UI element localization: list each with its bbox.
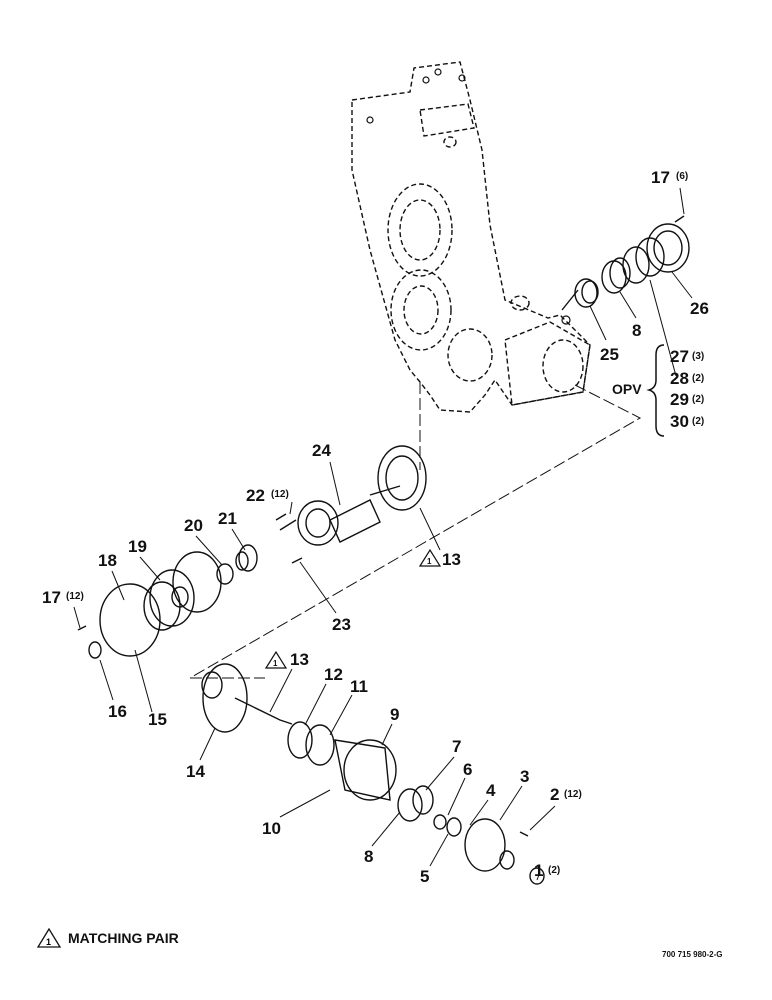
triangle-mark-upper: 1 — [427, 557, 432, 566]
callout-30-qty: (2) — [692, 416, 704, 427]
callout-14: 14 — [186, 762, 205, 781]
callout-7: 7 — [452, 737, 461, 756]
callout-8-upper: 8 — [632, 321, 641, 340]
callout-1: 1 — [534, 861, 543, 880]
callout-24: 24 — [312, 441, 331, 460]
triangle-mark-lower: 1 — [273, 659, 278, 668]
callout-5: 5 — [420, 867, 429, 886]
svg-text:1: 1 — [46, 937, 51, 947]
callout-29: 29 — [670, 390, 689, 409]
callout-4: 4 — [486, 781, 496, 800]
callout-13-upper: 13 — [442, 550, 461, 569]
callout-13-lower: 13 — [290, 650, 309, 669]
callout-10: 10 — [262, 819, 281, 838]
callout-17-left-qty: (12) — [66, 591, 84, 602]
callout-17-right: 17 — [651, 168, 670, 187]
callout-16: 16 — [108, 702, 127, 721]
callout-18: 18 — [98, 551, 117, 570]
drawing-number: 700 715 980-2-G — [662, 950, 723, 959]
callout-27: 27 — [670, 347, 689, 366]
callout-2: 2 — [550, 785, 559, 804]
callout-17-left: 17 — [42, 588, 61, 607]
callout-11: 11 — [350, 677, 368, 696]
matching-pair-triangle-icon: 1 — [36, 927, 62, 948]
callout-17-right-qty: (6) — [676, 171, 688, 182]
callout-28-qty: (2) — [692, 373, 704, 384]
callout-labels: 1 (2) 2 (12) 3 4 5 6 7 8 8 9 10 11 12 13… — [42, 168, 709, 886]
callout-22-qty: (12) — [271, 489, 289, 500]
leader-lines — [73, 187, 693, 881]
legend: 1 MATCHING PAIR — [36, 927, 179, 949]
callout-25: 25 — [600, 345, 619, 364]
alignment-lines — [189, 382, 642, 679]
lower-shaft-assembly — [201, 663, 545, 885]
callout-12: 12 — [324, 665, 343, 684]
matching-pair-markers — [264, 548, 442, 669]
callout-30: 30 — [670, 412, 689, 431]
callout-22: 22 — [246, 486, 265, 505]
callout-29-qty: (2) — [692, 394, 704, 405]
output-shaft-parts — [561, 215, 690, 311]
callout-3: 3 — [520, 767, 529, 786]
callout-28: 28 — [670, 369, 689, 388]
input-shaft-assembly — [77, 485, 401, 659]
callout-20: 20 — [184, 516, 203, 535]
callout-2-qty: (12) — [564, 789, 582, 800]
callout-26: 26 — [690, 299, 709, 318]
callout-8-lower: 8 — [364, 847, 373, 866]
callout-23: 23 — [332, 615, 351, 634]
callout-21: 21 — [218, 509, 237, 528]
callout-27-qty: (3) — [692, 351, 704, 362]
callout-15: 15 — [148, 710, 167, 729]
callout-19: 19 — [128, 537, 147, 556]
callout-1-qty: (2) — [548, 865, 560, 876]
opv-brace — [646, 344, 665, 437]
seal-part-13 — [377, 445, 427, 511]
legend-text: MATCHING PAIR — [68, 930, 179, 946]
gearbox-housing — [351, 61, 591, 413]
opv-label: OPV — [612, 381, 642, 397]
callout-6: 6 — [463, 760, 472, 779]
callout-9: 9 — [390, 705, 399, 724]
